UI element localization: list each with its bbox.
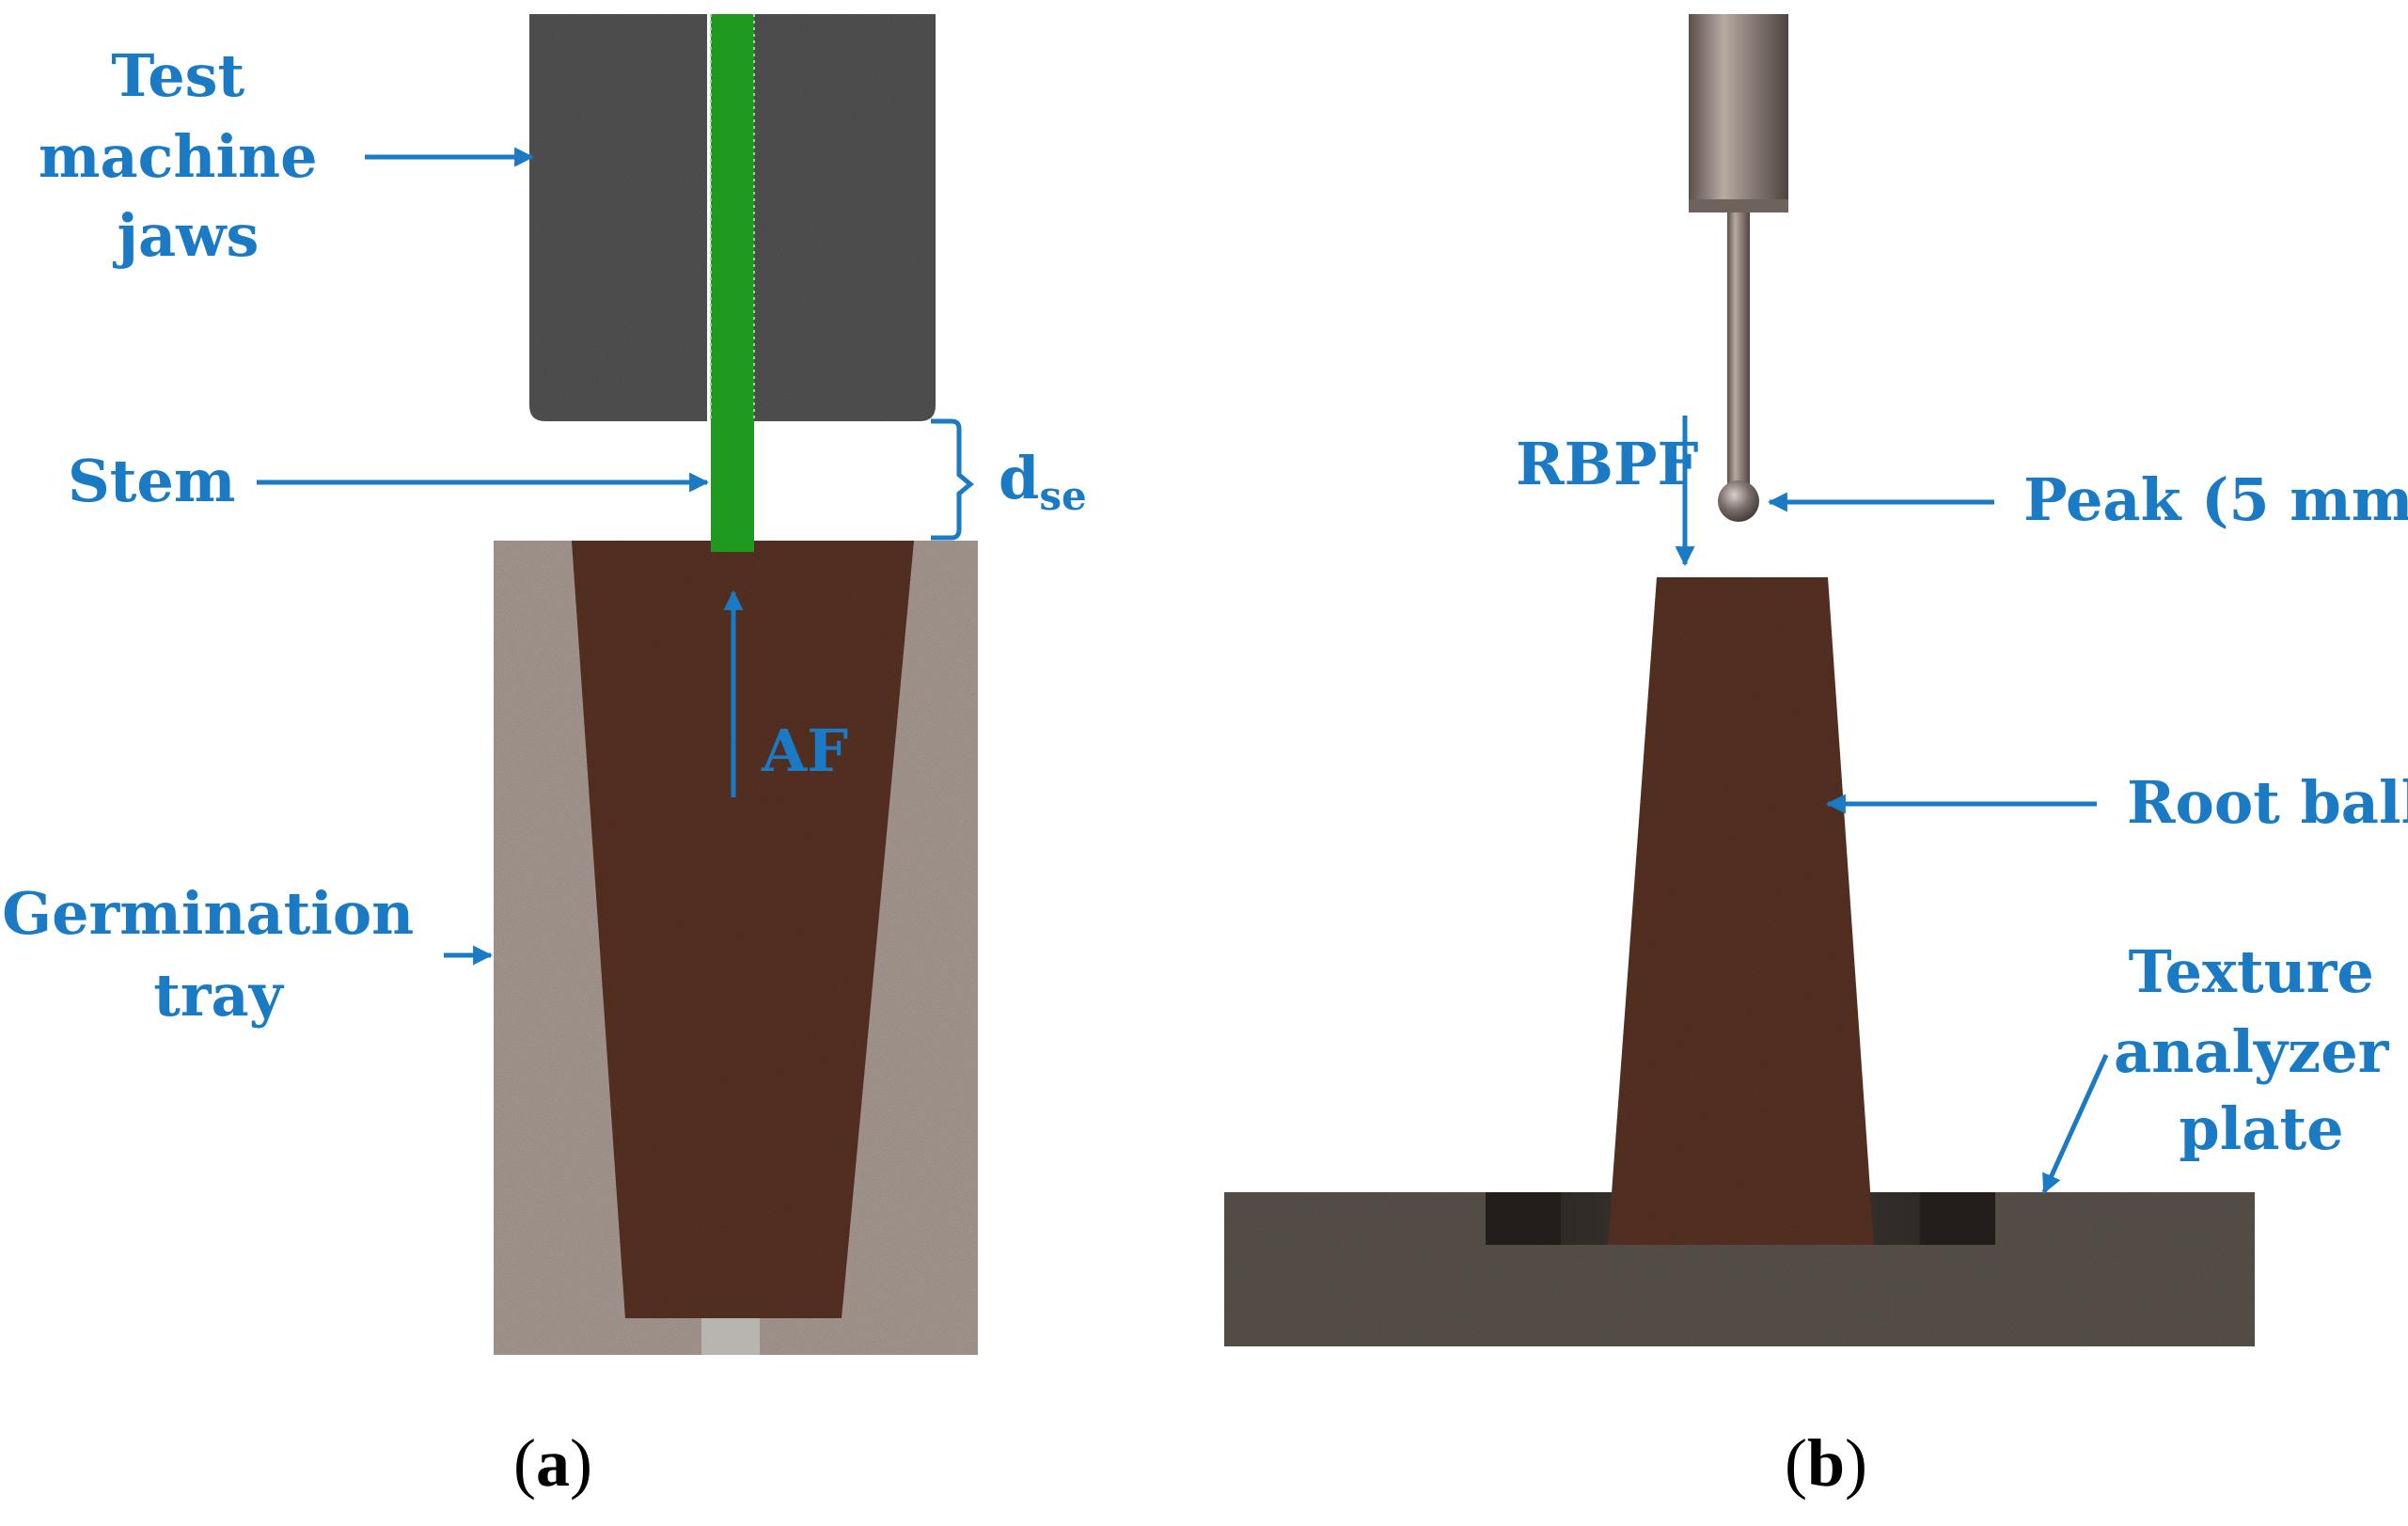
caption-a: (a) [513,1425,592,1501]
tray-label: Germination tray [2,879,434,1030]
dse-bracket [931,418,974,541]
dse-label: dse [999,444,1087,519]
jaws-label: Test machine jaws [39,41,338,270]
probe-ball-tip [1718,480,1759,522]
rbpf-label: RBPF [1516,430,1699,498]
right-jaw [752,14,936,421]
test-machine-jaws [529,14,936,421]
af-label: AF [761,716,848,785]
panel-b: RBPF Peak (5 mm) Root ball Texture analy… [1224,14,2408,1501]
tray-drain-hole [701,1318,760,1355]
stem-label: Stem [68,447,235,515]
panel-a: Test machine jaws Stem dse AF Germinatio… [2,14,1087,1501]
plate-arrow [2041,1053,2109,1194]
caption-b: (b) [1785,1425,1867,1501]
root-ball-in-tray [572,541,914,1318]
root-ball [1608,577,1874,1245]
stem [711,14,754,552]
peak-label: Peak (5 mm) [2023,465,2408,534]
left-jaw [529,14,707,421]
probe-shaft [1689,14,1788,212]
root-ball-label: Root ball [2127,768,2408,837]
plate-label: Texture analyzer plate [2114,937,2408,1163]
probe [1689,14,1788,522]
probe-rod [1727,212,1750,495]
